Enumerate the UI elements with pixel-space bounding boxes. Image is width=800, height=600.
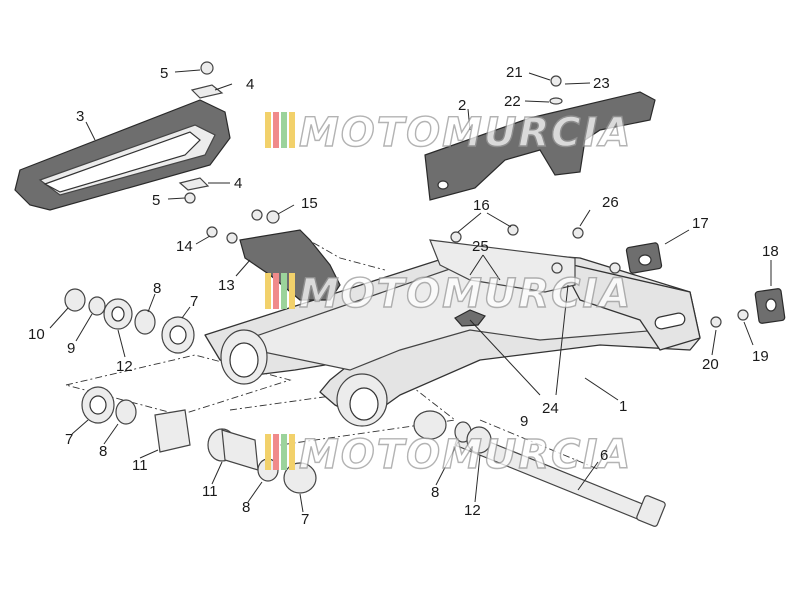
label-8-a: 8	[153, 280, 161, 297]
watermark-top: MOTOMURCIA	[265, 109, 632, 157]
svg-text:MOTOMURCIA: MOTOMURCIA	[299, 110, 632, 156]
chain-guide-bracket	[239, 229, 341, 301]
leader-lines	[49, 69, 772, 513]
bearings-and-bushings	[81, 316, 447, 494]
label-16: 16	[473, 197, 490, 214]
label-17: 17	[692, 215, 709, 232]
label-6: 6	[600, 447, 608, 464]
chain-slider	[14, 99, 231, 211]
label-23: 23	[593, 75, 610, 92]
label-7-b: 7	[65, 431, 73, 448]
chain-guard	[424, 91, 656, 201]
label-8-b: 8	[99, 443, 107, 460]
label-18: 18	[762, 243, 779, 260]
label-14: 14	[176, 238, 193, 255]
label-12-b: 12	[464, 502, 481, 519]
chain-adjusters	[625, 242, 786, 324]
svg-text:MOTOMURCIA: MOTOMURCIA	[299, 432, 632, 478]
label-19: 19	[752, 348, 769, 365]
label-12-a: 12	[116, 358, 133, 375]
label-3: 3	[76, 108, 84, 125]
label-22: 22	[504, 93, 521, 110]
label-1: 1	[619, 398, 627, 415]
label-4-bottom: 4	[234, 175, 242, 192]
washers-nuts-bolts	[64, 61, 749, 482]
label-21: 21	[506, 64, 523, 81]
label-9-a: 9	[67, 340, 75, 357]
watermark-bottom: MOTOMURCIA	[265, 431, 632, 479]
label-24: 24	[542, 400, 559, 417]
swingarm	[204, 239, 701, 427]
label-25: 25	[472, 238, 489, 255]
label-11-a: 11	[132, 457, 148, 474]
label-15: 15	[301, 195, 318, 212]
svg-text:MOTOMURCIA: MOTOMURCIA	[299, 271, 632, 317]
label-8-d: 8	[431, 484, 439, 501]
label-20: 20	[702, 356, 719, 373]
label-10: 10	[28, 326, 45, 343]
part-labels: 1 2 3 4 4 5 5 6 7 7 7 8 8 8 8 9 9 10 11 …	[28, 64, 779, 528]
label-7-c: 7	[301, 511, 309, 528]
label-2: 2	[458, 97, 466, 114]
label-5-bottom: 5	[152, 192, 160, 209]
label-5-top: 5	[160, 65, 168, 82]
label-8-c: 8	[242, 499, 250, 516]
label-4-top: 4	[246, 76, 254, 93]
label-11-b: 11	[202, 483, 218, 500]
label-13: 13	[218, 277, 235, 294]
label-9-b: 9	[520, 413, 528, 430]
label-26: 26	[602, 194, 619, 211]
pivot-bolt	[454, 429, 666, 527]
label-7-a: 7	[190, 293, 198, 310]
watermark-middle: MOTOMURCIA	[265, 270, 632, 318]
